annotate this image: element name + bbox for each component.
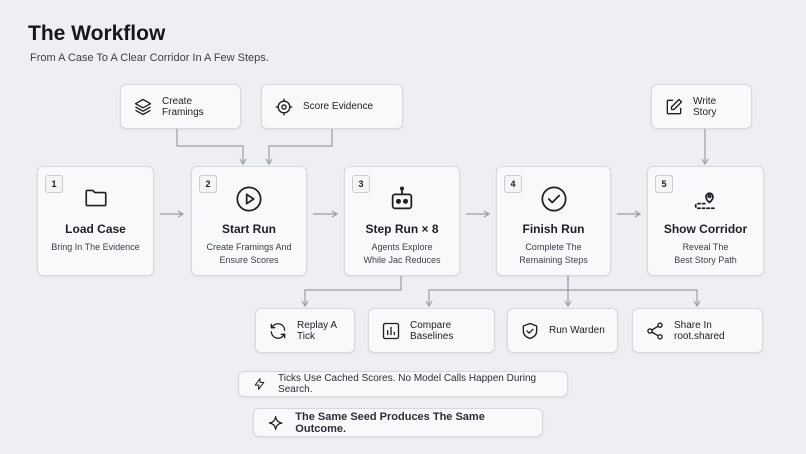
arrow-step3-to-replay xyxy=(301,276,402,308)
output-run-warden: Run Warden xyxy=(507,308,618,353)
step-description: Reveal The Best Story Path xyxy=(674,242,737,265)
step-title: Start Run xyxy=(222,222,276,236)
play-icon xyxy=(236,186,262,212)
arrow-evidence-to-start xyxy=(265,129,333,166)
output-label: Replay A Tick xyxy=(297,319,337,342)
step-title: Load Case xyxy=(65,222,126,236)
step-card-step-run: 3 Step Run × 8 Agents Explore While Jac … xyxy=(344,166,460,276)
step-number: 1 xyxy=(45,175,63,193)
step-description: Complete The Remaining Steps xyxy=(519,242,588,265)
arrow-step4-to-share xyxy=(568,289,701,308)
step-number: 2 xyxy=(199,175,217,193)
step-card-start-run: 2 Start Run Create Framings And Ensure S… xyxy=(191,166,307,276)
step-description: Agents Explore While Jac Reduces xyxy=(363,242,441,265)
note-text: The Same Seed Produces The Same Outcome. xyxy=(295,410,485,435)
lightning-icon xyxy=(254,378,265,390)
sparkle-icon xyxy=(268,415,283,430)
shield-check-icon xyxy=(522,322,538,339)
step-description: Create Framings And Ensure Scores xyxy=(206,242,292,265)
target-icon xyxy=(275,98,293,115)
step-number: 5 xyxy=(655,175,673,193)
step-card-show-corridor: 5 Show Corridor Reveal The Best Story Pa… xyxy=(647,166,764,276)
map-pin-route-icon xyxy=(694,192,715,210)
bar-chart-icon xyxy=(382,322,400,339)
output-share-root-shared: Share In root.shared xyxy=(632,308,763,353)
input-write-story: Write Story xyxy=(651,84,752,129)
layers-icon xyxy=(134,98,152,115)
note-cached-scores: Ticks Use Cached Scores. No Model Calls … xyxy=(238,371,568,397)
output-label: Compare Baselines xyxy=(410,319,454,342)
input-create-framings: Create Framings xyxy=(120,84,241,129)
arrow-step4-to-compare xyxy=(425,276,569,308)
step-card-finish-run: 4 Finish Run Complete The Remaining Step… xyxy=(496,166,611,276)
refresh-icon xyxy=(270,322,286,339)
check-circle-icon xyxy=(540,186,567,212)
page-subtitle: From A Case To A Clear Corridor In A Few… xyxy=(30,52,269,64)
input-score-evidence: Score Evidence xyxy=(261,84,403,129)
step-number: 4 xyxy=(504,175,522,193)
input-label: Write Story xyxy=(693,95,717,118)
output-label: Run Warden xyxy=(549,325,605,336)
note-same-seed: The Same Seed Produces The Same Outcome. xyxy=(253,408,543,437)
robot-icon xyxy=(391,186,413,210)
step-number: 3 xyxy=(352,175,370,193)
output-label: Share In root.shared xyxy=(674,319,725,342)
arrow-framings-to-start xyxy=(176,129,247,166)
edit-icon xyxy=(666,98,683,114)
step-title: Show Corridor xyxy=(663,222,748,236)
step-description: Bring In The Evidence xyxy=(51,242,140,252)
input-label: Create Framings xyxy=(162,95,204,118)
note-text: Ticks Use Cached Scores. No Model Calls … xyxy=(278,373,537,395)
page-title: The Workflow xyxy=(28,22,166,45)
folder-icon xyxy=(84,189,107,207)
share-icon xyxy=(647,321,663,340)
step-card-load-case: 1 Load Case Bring In The Evidence xyxy=(37,166,154,276)
input-label: Score Evidence xyxy=(303,101,374,112)
output-replay-a-tick: Replay A Tick xyxy=(255,308,355,353)
step-title: Step Run × 8 xyxy=(365,222,439,236)
step-title: Finish Run xyxy=(522,222,585,236)
output-compare-baselines: Compare Baselines xyxy=(368,308,495,353)
